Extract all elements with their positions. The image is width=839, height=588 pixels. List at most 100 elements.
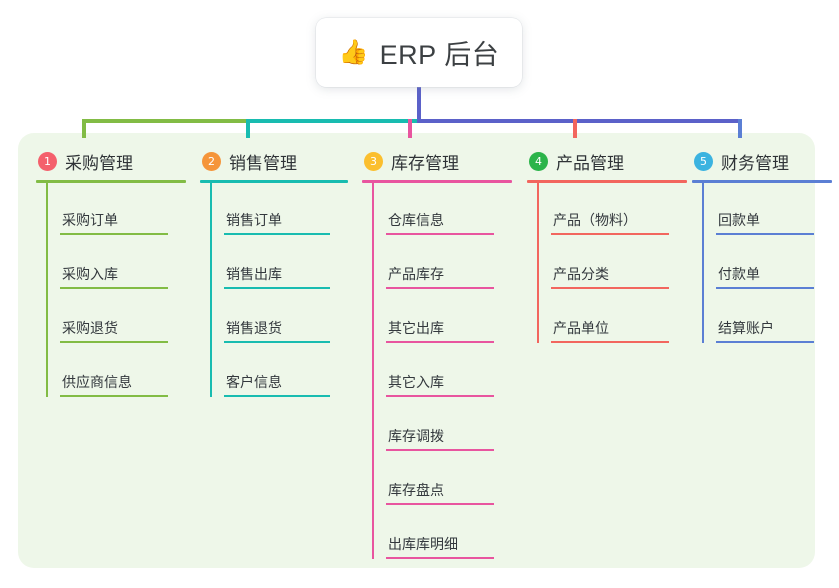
leaf-item[interactable]: 仓库信息 <box>362 181 494 235</box>
leaf-item-label: 产品单位 <box>553 320 609 336</box>
item-cell: 客户信息 <box>224 372 330 397</box>
bus-segment-mid <box>246 119 423 123</box>
item-cell: 结算账户 <box>716 318 814 343</box>
column-items: 回款单付款单结算账户 <box>692 181 814 343</box>
leaf-item-label: 库存调拨 <box>388 428 444 444</box>
item-cell: 产品分类 <box>551 264 669 289</box>
item-spine <box>46 235 48 289</box>
item-underline <box>386 557 494 559</box>
item-underline <box>386 287 494 289</box>
item-spine <box>372 235 374 289</box>
leaf-item-label: 采购退货 <box>62 320 118 336</box>
leaf-item[interactable]: 客户信息 <box>200 343 330 397</box>
leaf-item[interactable]: 库存调拨 <box>362 397 494 451</box>
item-cell: 销售退货 <box>224 318 330 343</box>
root-stem-line <box>417 87 421 123</box>
column-number-badge: 2 <box>202 151 221 171</box>
column-number-badge: 1 <box>38 151 57 171</box>
item-underline <box>60 395 168 397</box>
item-underline <box>224 287 330 289</box>
leaf-item[interactable]: 产品库存 <box>362 235 494 289</box>
root-node-card[interactable]: 👍 ERP 后台 <box>316 18 522 87</box>
column-title: 销售管理 <box>229 153 297 173</box>
column-header-rule <box>36 180 186 183</box>
item-spine <box>372 505 374 559</box>
item-spine <box>46 343 48 397</box>
item-spine <box>372 289 374 343</box>
item-spine <box>46 289 48 343</box>
leaf-item[interactable]: 供应商信息 <box>36 343 168 397</box>
column-销售管理: 2 销售管理销售订单销售出库销售退货客户信息 <box>200 148 348 397</box>
leaf-item[interactable]: 库存盘点 <box>362 451 494 505</box>
column-items: 产品（物料） 产品分类产品单位 <box>527 181 669 343</box>
item-spine <box>537 289 539 343</box>
column-items: 仓库信息产品库存其它出库其它入库库存调拨库存盘点出库库明细 <box>362 181 494 559</box>
item-cell: 产品库存 <box>386 264 494 289</box>
item-underline <box>386 341 494 343</box>
column-header-2[interactable]: 2 销售管理 <box>200 148 348 174</box>
item-spine <box>210 343 212 397</box>
item-cell: 其它出库 <box>386 318 494 343</box>
item-underline <box>386 233 494 235</box>
column-title: 库存管理 <box>391 153 459 173</box>
leaf-item[interactable]: 产品（物料） <box>527 181 669 235</box>
drop-stub-5 <box>738 119 742 138</box>
leaf-item-label: 回款单 <box>718 212 760 228</box>
leaf-item[interactable]: 出库库明细 <box>362 505 494 559</box>
column-number-badge: 4 <box>529 151 548 171</box>
leaf-item-label: 库存盘点 <box>388 482 444 498</box>
leaf-item[interactable]: 销售退货 <box>200 289 330 343</box>
root-node-title: ERP 后台 <box>379 40 500 70</box>
item-cell: 其它入库 <box>386 372 494 397</box>
item-underline <box>551 287 669 289</box>
item-underline <box>60 233 168 235</box>
leaf-item[interactable]: 其它入库 <box>362 343 494 397</box>
leaf-item-label: 销售订单 <box>226 212 282 228</box>
item-underline <box>224 233 330 235</box>
column-items: 采购订单采购入库采购退货供应商信息 <box>36 181 168 397</box>
column-items: 销售订单销售出库销售退货客户信息 <box>200 181 330 397</box>
item-spine <box>46 181 48 235</box>
item-cell: 销售订单 <box>224 210 330 235</box>
leaf-item-label: 销售出库 <box>226 266 282 282</box>
leaf-item[interactable]: 采购入库 <box>36 235 168 289</box>
leaf-item[interactable]: 付款单 <box>692 235 814 289</box>
leaf-item-label: 其它出库 <box>388 320 444 336</box>
item-underline <box>224 341 330 343</box>
item-cell: 仓库信息 <box>386 210 494 235</box>
column-number-badge: 3 <box>364 151 383 171</box>
leaf-item[interactable]: 销售订单 <box>200 181 330 235</box>
leaf-item[interactable]: 产品单位 <box>527 289 669 343</box>
column-header-4[interactable]: 4 产品管理 <box>527 148 687 174</box>
leaf-item[interactable]: 结算账户 <box>692 289 814 343</box>
item-cell: 产品（物料） <box>551 210 669 235</box>
item-cell: 回款单 <box>716 210 814 235</box>
bus-segment-left <box>82 119 250 123</box>
leaf-item-label: 付款单 <box>718 266 760 282</box>
item-underline <box>60 341 168 343</box>
item-spine <box>372 397 374 451</box>
leaf-item-label: 出库库明细 <box>388 536 458 552</box>
leaf-item-label: 客户信息 <box>226 374 282 390</box>
leaf-item[interactable]: 采购退货 <box>36 289 168 343</box>
item-cell: 库存调拨 <box>386 426 494 451</box>
column-header-rule <box>692 180 832 183</box>
leaf-item[interactable]: 销售出库 <box>200 235 330 289</box>
item-cell: 出库库明细 <box>386 534 494 559</box>
column-库存管理: 3 库存管理仓库信息产品库存其它出库其它入库库存调拨库存盘点出库库明细 <box>362 148 512 559</box>
leaf-item[interactable]: 其它出库 <box>362 289 494 343</box>
column-title: 产品管理 <box>556 153 624 173</box>
leaf-item[interactable]: 产品分类 <box>527 235 669 289</box>
column-header-3[interactable]: 3 库存管理 <box>362 148 512 174</box>
leaf-item[interactable]: 回款单 <box>692 181 814 235</box>
leaf-item[interactable]: 采购订单 <box>36 181 168 235</box>
item-spine <box>702 289 704 343</box>
item-underline <box>716 287 814 289</box>
drop-stub-4 <box>573 119 577 138</box>
item-underline <box>386 449 494 451</box>
leaf-item-label: 产品分类 <box>553 266 609 282</box>
